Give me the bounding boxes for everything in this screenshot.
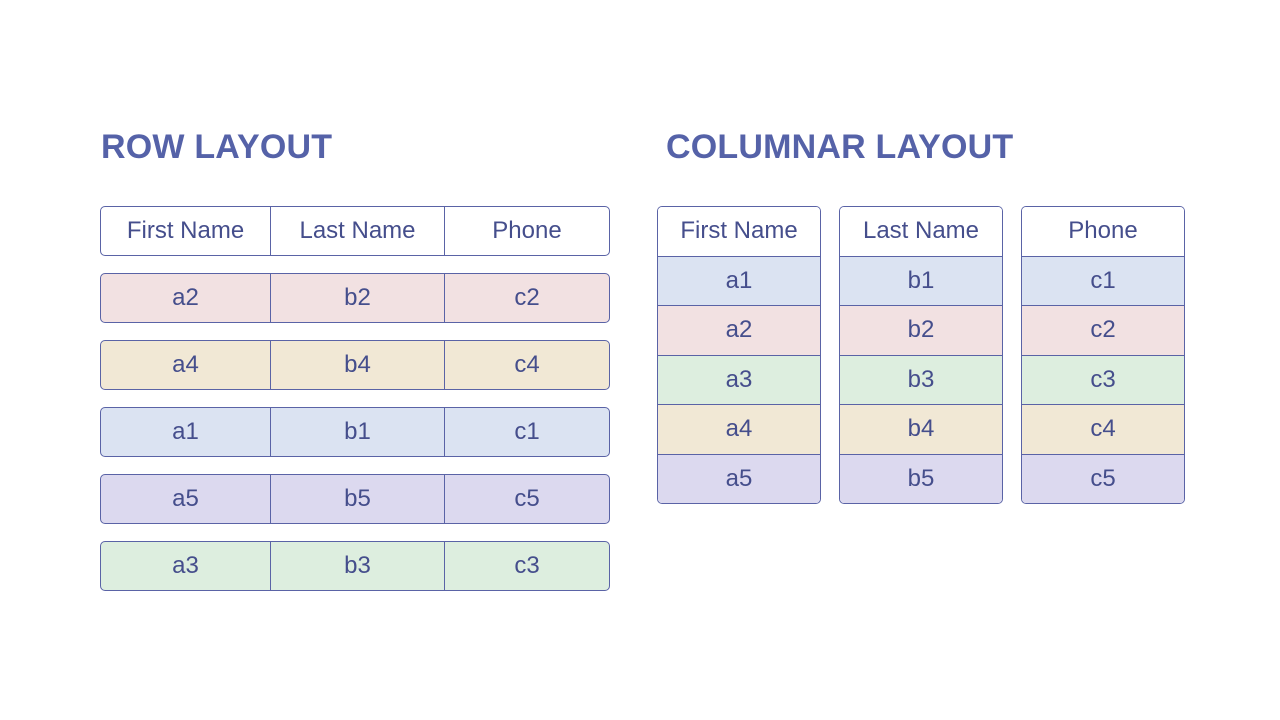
column-cell: c2 [1022,306,1184,356]
column-cell: a2 [658,306,820,356]
row-record: a2 b2 c2 [100,273,610,323]
row-cell: a3 [101,542,271,590]
row-cell: b3 [271,542,445,590]
column-header: First Name [658,207,820,257]
header-last-name: Last Name [271,207,445,255]
header-first-name: First Name [101,207,271,255]
column-cell: b4 [840,405,1002,455]
column-header: Last Name [840,207,1002,257]
row-cell: a2 [101,274,271,322]
row-cell: c4 [514,351,540,378]
row-cell: c3 [514,552,540,579]
row-cell: a1 [101,408,271,456]
column-cell: b1 [840,256,1002,306]
column-cell: c3 [1022,355,1184,405]
row-cell: a4 [101,341,271,389]
row-record: a3 b3 c3 [100,541,610,591]
column-cell: a1 [658,256,820,306]
row-layout-title: ROW LAYOUT [101,128,333,166]
column-phone: Phone c1 c2 c3 c4 c5 [1021,206,1185,504]
row-record: a4 b4 c4 [100,340,610,390]
column-cell: b3 [840,355,1002,405]
column-header: Phone [1022,207,1184,257]
column-first-name: First Name a1 a2 a3 a4 a5 [657,206,821,504]
row-cell: b2 [271,274,445,322]
row-cell: c2 [514,284,540,311]
row-cell: a5 [101,475,271,523]
column-cell: a4 [658,405,820,455]
column-cell: a3 [658,355,820,405]
column-cell: b5 [840,454,1002,503]
row-header: First Name Last Name Phone [100,206,610,256]
column-cell: c4 [1022,405,1184,455]
column-cell: c1 [1022,256,1184,306]
row-cell: c5 [514,485,540,512]
header-phone: Phone [492,217,562,244]
columnar-layout-title: COLUMNAR LAYOUT [666,128,1014,166]
row-cell: b4 [271,341,445,389]
column-cell: c5 [1022,454,1184,503]
row-record: a5 b5 c5 [100,474,610,524]
column-cell: b2 [840,306,1002,356]
row-cell: b5 [271,475,445,523]
column-last-name: Last Name b1 b2 b3 b4 b5 [839,206,1003,504]
row-cell: c1 [514,418,540,445]
row-record: a1 b1 c1 [100,407,610,457]
row-cell: b1 [271,408,445,456]
column-cell: a5 [658,454,820,503]
